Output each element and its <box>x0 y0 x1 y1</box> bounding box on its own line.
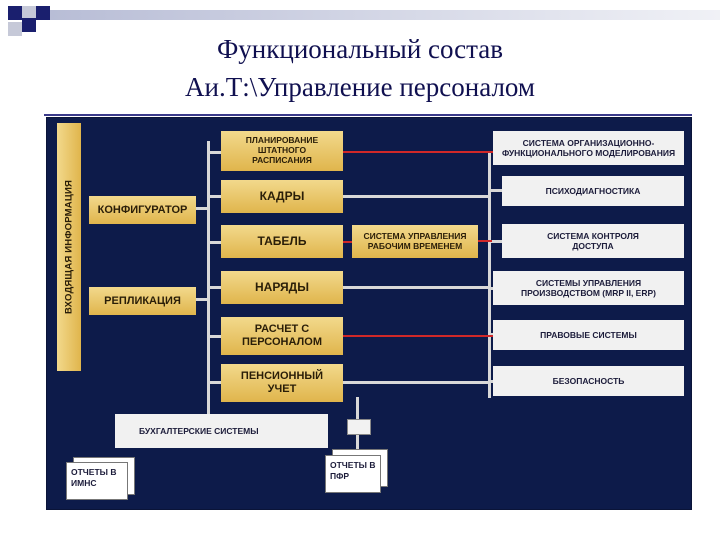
envelope-icon <box>347 419 371 435</box>
decor-bar <box>50 10 720 20</box>
ext-system-psychodiagnostics: ПСИХОДИАГНОСТИКА <box>502 176 684 206</box>
replication-block: РЕПЛИКАЦИЯ <box>89 287 196 315</box>
module-payroll: РАСЧЕТ С ПЕРСОНАЛОМ <box>221 317 343 355</box>
link-red <box>343 335 493 337</box>
connector-line <box>343 381 490 384</box>
slide-title: Функциональный состав <box>216 34 504 64</box>
module-pension: ПЕНСИОННЫЙ УЧЕТ <box>221 364 343 402</box>
connector-line <box>207 286 221 289</box>
connector-line <box>488 189 502 192</box>
ext-system-legal: ПРАВОВЫЕ СИСТЕМЫ <box>493 320 684 350</box>
link-red <box>478 240 492 242</box>
link-red <box>343 151 493 153</box>
configurator-block: КОНФИГУРАТОР <box>89 196 196 224</box>
ext-system-production: СИСТЕМЫ УПРАВЛЕНИЯ ПРОИЗВОДСТВОМ (MRP II… <box>493 271 684 305</box>
decor-square <box>8 22 22 36</box>
connector-line <box>207 381 221 384</box>
report-pfr: ОТЧЕТЫ В ПФР <box>325 455 381 493</box>
connector-line <box>488 240 502 243</box>
worktime-system-block: СИСТЕМА УПРАВЛЕНИЯ РАБОЧИМ ВРЕМЕНЕМ <box>352 225 478 258</box>
report-imns: ОТЧЕТЫ В ИМНС <box>66 462 128 500</box>
connector-line <box>343 195 490 198</box>
connector-line <box>207 241 221 244</box>
module-work-orders: НАРЯДЫ <box>221 271 343 304</box>
title-underline <box>44 114 692 116</box>
connector-line <box>207 151 221 154</box>
connector-line <box>196 298 210 301</box>
incoming-info-label: ВХОДЯЩАЯ ИНФОРМАЦИЯ <box>57 123 81 371</box>
connector-line <box>207 141 210 418</box>
module-timesheet: ТАБЕЛЬ <box>221 225 343 258</box>
slide-subtitle: Аи.Т:\Управление персоналом <box>185 72 535 102</box>
ext-system-access-control: СИСТЕМА КОНТРОЛЯ ДОСТУПА <box>502 224 684 258</box>
decor-square <box>22 18 36 32</box>
connector-line <box>207 335 221 338</box>
accounting-systems-block: БУХГАЛТЕРСКИЕ СИСТЕМЫ <box>115 414 328 448</box>
connector-line <box>343 286 490 289</box>
module-staff-planning: ПЛАНИРОВАНИЕ ШТАТНОГО РАСПИСАНИЯ <box>221 131 343 171</box>
incoming-info-text: ВХОДЯЩАЯ ИНФОРМАЦИЯ <box>63 179 75 315</box>
module-personnel: КАДРЫ <box>221 180 343 213</box>
connector-line <box>207 195 221 198</box>
connector-line <box>196 207 210 210</box>
decor-square <box>22 6 36 18</box>
connector-line <box>488 151 491 398</box>
ext-system-modeling: СИСТЕМА ОРГАНИЗАЦИОННО-ФУНКЦИОНАЛЬНОГО М… <box>493 131 684 165</box>
decor-square <box>36 6 50 20</box>
link-red <box>343 241 353 243</box>
ext-system-security: БЕЗОПАСНОСТЬ <box>493 366 684 396</box>
decor-square <box>8 6 22 20</box>
